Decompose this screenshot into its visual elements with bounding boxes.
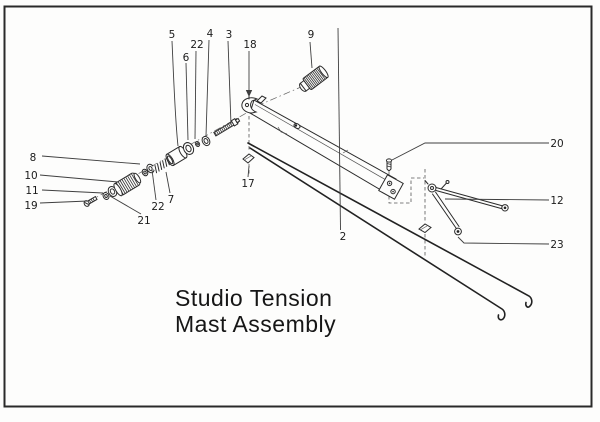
callout-4: 4 xyxy=(207,28,214,40)
callout-22-mid: 22 xyxy=(151,201,164,213)
figure-title: Studio Tension Mast Assembly xyxy=(175,285,336,337)
callout-9: 9 xyxy=(308,29,315,41)
callout-19: 19 xyxy=(24,200,37,212)
tension-rods xyxy=(247,142,533,321)
title-line-2: Mast Assembly xyxy=(175,311,336,337)
callout-3: 3 xyxy=(226,29,233,41)
callout-12: 12 xyxy=(550,195,563,207)
callout-8: 8 xyxy=(30,152,37,164)
knob-9 xyxy=(299,65,329,92)
diagram-border xyxy=(3,5,593,408)
callout-17: 17 xyxy=(241,178,254,190)
screw-20 xyxy=(385,158,393,172)
linkage-12 xyxy=(418,180,509,236)
callout-18: 18 xyxy=(243,39,256,51)
arrowhead-18 xyxy=(245,90,253,97)
callout-6: 6 xyxy=(183,52,190,64)
fastener-stack xyxy=(83,117,241,207)
callout-22-top: 22 xyxy=(190,39,203,51)
callout-23: 23 xyxy=(550,239,563,251)
clip-17 xyxy=(242,153,255,164)
callout-5: 5 xyxy=(169,29,176,41)
callout-2: 2 xyxy=(340,231,347,243)
callout-11: 11 xyxy=(25,185,38,197)
callout-7: 7 xyxy=(168,194,175,206)
callout-21: 21 xyxy=(137,215,150,227)
callout-10: 10 xyxy=(24,170,37,182)
title-line-1: Studio Tension xyxy=(175,285,332,311)
callout-20: 20 xyxy=(550,138,563,150)
leader-lines xyxy=(39,27,550,245)
